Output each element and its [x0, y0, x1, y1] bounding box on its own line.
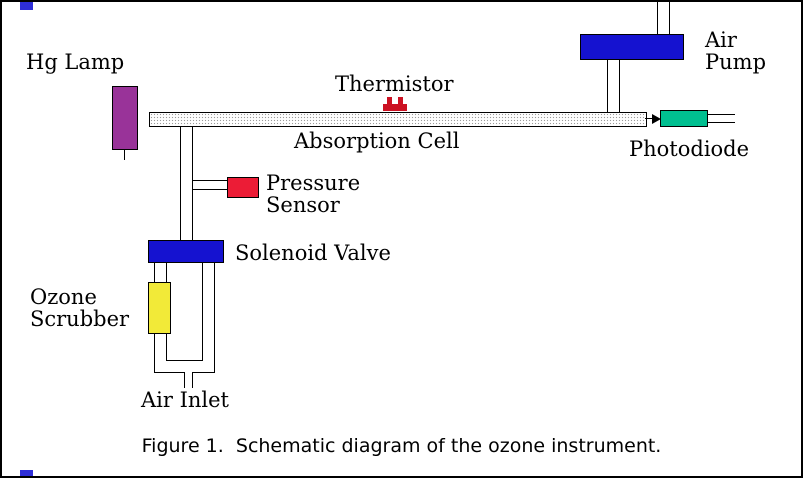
solenoid-valve-label: Solenoid Valve — [235, 241, 391, 265]
ozone-scrubber-label-line2: Scrubber — [30, 307, 130, 331]
tube-line — [192, 372, 215, 373]
beam-arrow-line — [645, 118, 654, 119]
solenoid-valve-shape — [148, 240, 224, 263]
tube-line — [193, 180, 227, 181]
thermistor-body — [383, 104, 407, 111]
tube-line — [193, 189, 227, 190]
hg-lamp-label: Hg Lamp — [26, 50, 125, 74]
air-pump-shape — [580, 34, 684, 60]
tube-line — [619, 60, 620, 112]
thermistor-label: Thermistor — [335, 72, 454, 96]
beam-arrow-head — [652, 114, 661, 124]
ozone-scrubber-label-line1: Ozone — [30, 285, 97, 309]
hg-lamp-stem-line — [124, 150, 125, 160]
absorption-cell-label: Absorption Cell — [294, 129, 460, 153]
tube-line — [184, 372, 185, 388]
absorption-cell-shape — [149, 112, 647, 127]
thermistor-leg — [398, 97, 403, 104]
tube-line — [669, 2, 670, 34]
pressure-sensor-label: Pressure Sensor — [266, 172, 360, 216]
hg-lamp-shape — [112, 86, 138, 150]
tube-line — [166, 360, 203, 361]
thermistor-shape — [383, 97, 407, 111]
ozone-scrubber-label: Ozone Scrubber — [30, 286, 129, 330]
selection-handle-bottom-left[interactable] — [20, 470, 33, 476]
photodiode-shape — [660, 110, 708, 127]
thermistor-leg — [387, 97, 392, 104]
air-pump-label: Air Pump — [705, 29, 766, 73]
photodiode-label: Photodiode — [629, 137, 750, 161]
tube-line — [202, 263, 203, 361]
tube-line — [708, 122, 735, 123]
ozone-scrubber-shape — [148, 282, 171, 334]
pressure-sensor-label-line2: Sensor — [266, 193, 340, 217]
pressure-sensor-shape — [227, 177, 259, 198]
figure-caption: Figure 1. Schematic diagram of the ozone… — [141, 435, 662, 457]
tube-line — [154, 372, 185, 373]
tube-line — [180, 126, 181, 240]
tube-line — [607, 60, 608, 112]
tube-line — [192, 126, 193, 240]
tube-line — [214, 263, 215, 373]
pressure-sensor-label-line1: Pressure — [266, 171, 361, 195]
tube-line — [192, 372, 193, 388]
air-pump-label-line1: Air — [705, 28, 737, 52]
air-inlet-label: Air Inlet — [141, 388, 229, 412]
tube-line — [708, 114, 735, 115]
tube-line — [657, 2, 658, 34]
selection-handle-top-left[interactable] — [20, 2, 33, 10]
air-pump-label-line2: Pump — [705, 50, 767, 74]
